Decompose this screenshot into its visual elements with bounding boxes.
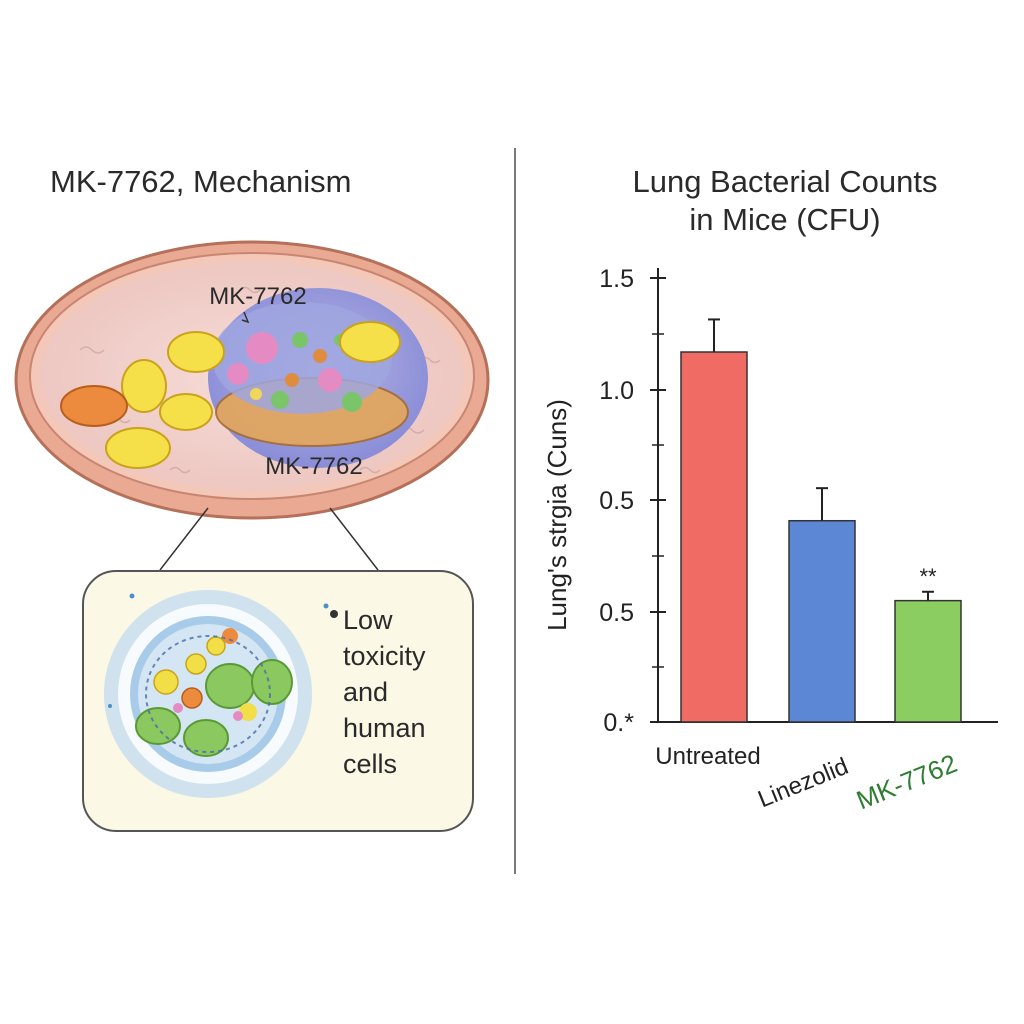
y-tick-label: 1.5 [599,265,634,293]
y-tick-label: 0.5 [599,599,634,627]
cell-label-bottom: MK-7762 [265,453,362,480]
callout-line: cells [343,749,398,779]
callout-line: and [343,677,389,707]
callout-line: human [343,713,426,743]
human-cell-illustration [104,590,338,798]
human-cell-callout [82,570,474,832]
y-tick-label: 0.* [603,709,634,737]
chart-bars: ** [680,318,962,723]
bar-mk-7762 [894,599,962,723]
bar-linezolid [788,519,856,723]
yellow-body [121,359,167,413]
connector-line-left [159,507,209,570]
y-tick-label: 0.5 [599,487,634,515]
yellow-body [159,393,213,431]
callout-line: Low [343,605,393,635]
x-label-mk7762: MK-7762 [852,748,961,815]
chart-title-line-2: in Mice (CFU) [689,202,881,237]
bacterial-cell-illustration: MK-7762 MK-7762 [14,240,490,570]
bar-untreated [680,351,748,723]
connector-line-right [329,507,379,570]
significance-annotation: ** [919,564,937,589]
label-arrow [241,311,250,324]
callout-line: toxicity [343,641,426,671]
y-axis-label: Lung's strgia (Cuns) [542,399,572,631]
chart-title: Lung Bacterial Counts in Mice (CFU) [570,163,1000,239]
mechanism-title: MK-7762, Mechanism [50,164,352,199]
x-label-linezolid: Linezolid [754,753,852,814]
yellow-body [339,321,401,363]
chart-ticks: 0.* 0.5 0.5 1.0 1.5 [599,265,666,737]
yellow-body [167,331,225,373]
bar-chart: Lung's strgia (Cuns) ** 0.*0.50.51.01.5 … [542,265,998,815]
panel-divider [514,148,516,874]
x-label-untreated: Untreated [655,743,760,770]
chart-title-line-1: Lung Bacterial Counts [632,164,938,199]
callout-text: Low toxicity and human cells [343,602,463,782]
orange-body [60,385,128,427]
y-tick-label: 1.0 [599,377,634,405]
yellow-body [105,427,171,469]
cell-label-top: MK-7762 [209,283,306,310]
